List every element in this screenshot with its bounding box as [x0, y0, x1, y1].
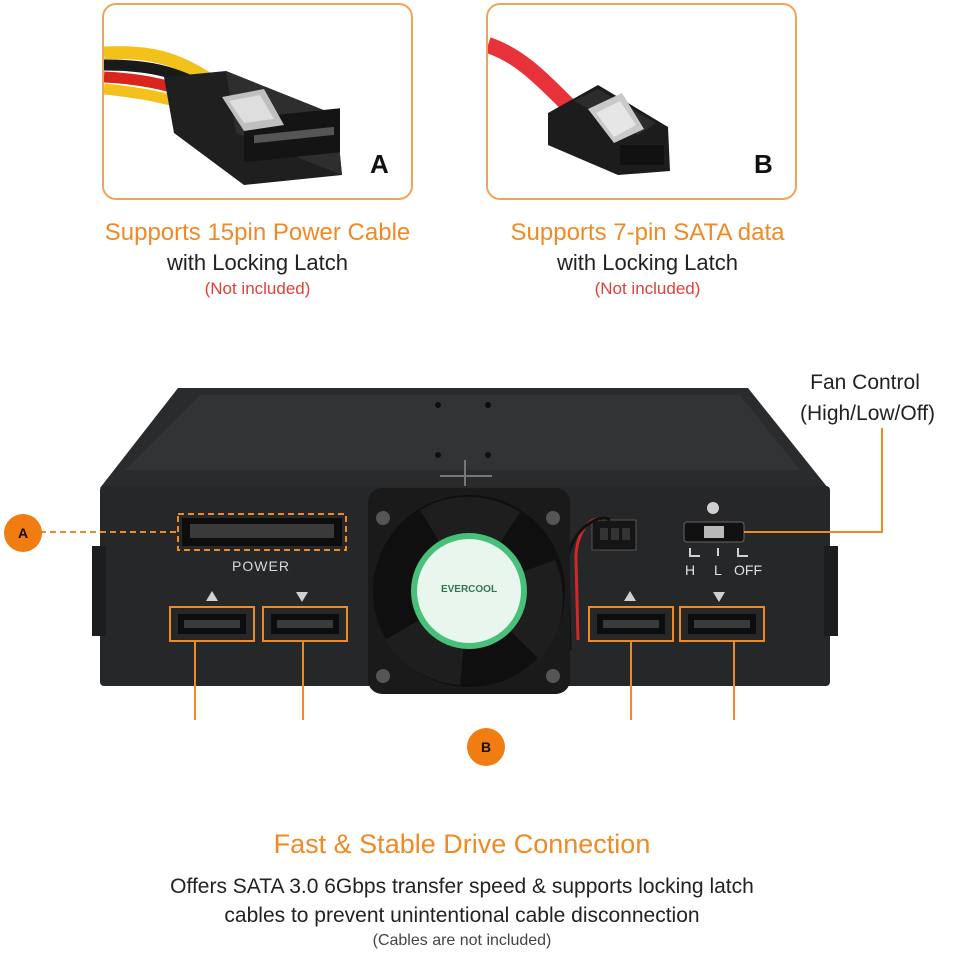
- card-letter-b: B: [754, 149, 773, 179]
- card-a-title: Supports 15pin Power Cable: [104, 219, 411, 246]
- card-letter-a: A: [370, 149, 389, 179]
- footer-line1: Offers SATA 3.0 6Gbps transfer speed & s…: [170, 875, 754, 898]
- power-cable-card: A: [102, 3, 413, 200]
- card-b-title: Supports 7-pin SATA data: [510, 219, 785, 246]
- footer-line2: cables to prevent unintentional cable di…: [224, 904, 700, 927]
- switch-label-h: H: [685, 562, 696, 578]
- fan-control-label-line2: (High/Low/Off): [800, 402, 935, 425]
- sata-cable-card: B: [486, 3, 797, 200]
- power-cable-image: [104, 46, 342, 185]
- card-b-subtitle: with Locking Latch: [557, 250, 738, 275]
- marker-b: B: [467, 728, 505, 766]
- switch-label-off: OFF: [734, 562, 762, 578]
- switch-label-l: L: [714, 562, 722, 578]
- sata-cable-image: [488, 37, 670, 175]
- fan-sticker-text: EVERCOOL: [440, 584, 498, 595]
- power-port-label: POWER: [232, 558, 290, 574]
- marker-a: A: [4, 514, 42, 552]
- card-b-note: (Not included): [594, 279, 701, 298]
- footer-title: Fast & Stable Drive Connection: [273, 829, 651, 859]
- footer-note: (Cables are not included): [372, 932, 552, 949]
- card-a-subtitle: with Locking Latch: [167, 250, 348, 275]
- card-a-note: (Not included): [204, 279, 311, 298]
- fan-control-label-line1: Fan Control: [810, 371, 920, 394]
- drive-bay-device: [40, 388, 883, 720]
